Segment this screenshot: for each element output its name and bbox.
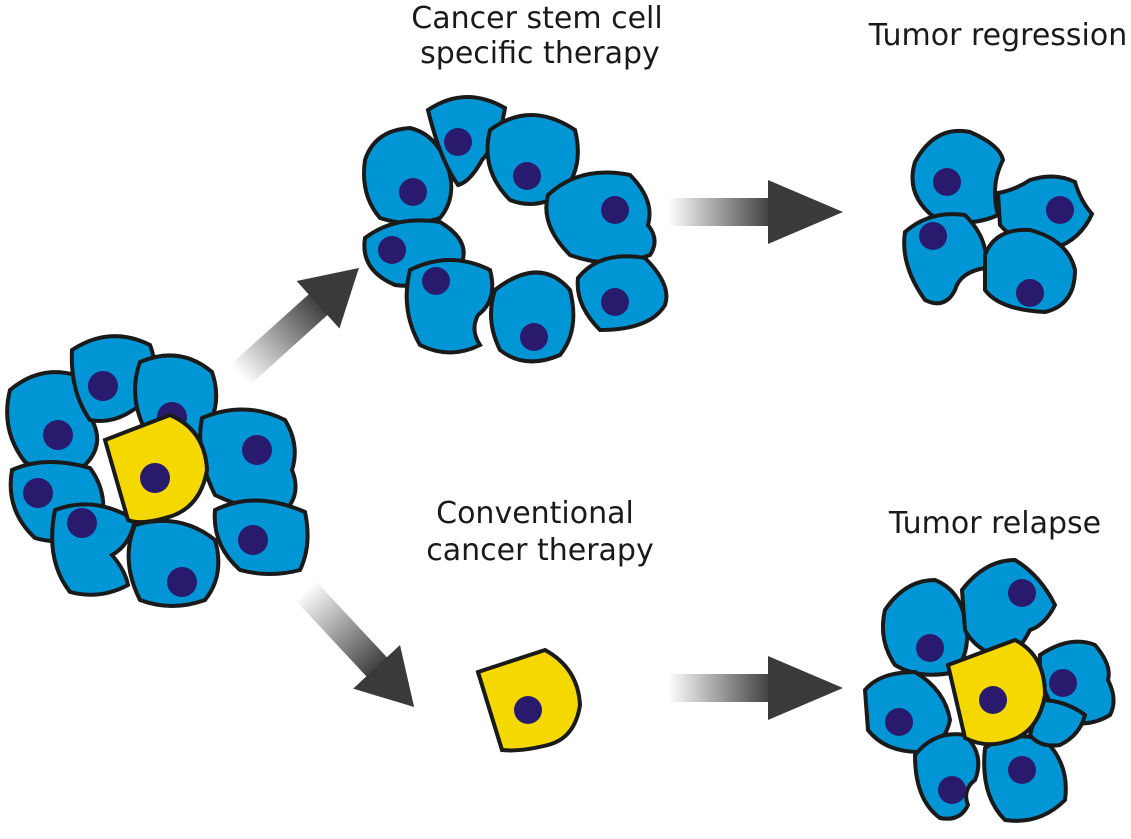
cancer-cell — [912, 732, 981, 821]
cancer-cell — [489, 270, 576, 364]
cancer-cell — [881, 577, 969, 677]
csc-therapy-label-line2: specific therapy — [420, 36, 660, 71]
tumor-regression-label: Tumor regression — [868, 18, 1128, 53]
stem-cell — [102, 412, 210, 525]
cancer-cell — [544, 170, 657, 265]
cancer-cell — [404, 258, 495, 355]
cancer-cell — [982, 734, 1068, 823]
cancer-cell — [983, 227, 1078, 315]
arrow-up-right — [230, 267, 359, 386]
tumor-relapse-label: Tumor relapse — [888, 506, 1101, 541]
surviving-stem-cell — [475, 647, 583, 753]
arrow-down-right — [294, 580, 415, 708]
cancer-cell — [362, 125, 454, 225]
original-tumor — [5, 334, 310, 608]
ring-tumor — [362, 95, 669, 364]
conventional-therapy-label-line1: Conventional — [436, 496, 634, 531]
cancer-cell — [902, 212, 988, 306]
cancer-cell — [1027, 697, 1088, 748]
arrow-to-relapse — [668, 656, 843, 720]
arrow-to-regression — [668, 180, 843, 244]
cancer-cell — [212, 498, 310, 576]
cancer-cell — [198, 407, 298, 511]
cancer-cell — [910, 128, 1006, 225]
cancer-cell — [5, 370, 100, 474]
regressed-tumor — [902, 128, 1095, 315]
conventional-therapy-label-line2: cancer therapy — [426, 533, 653, 568]
cancer-cell — [126, 518, 221, 608]
stem-cell — [945, 637, 1048, 747]
cancer-cell — [425, 95, 508, 188]
cancer-cell — [862, 669, 953, 755]
cancer-cell — [575, 254, 669, 333]
csc-therapy-label-line1: Cancer stem cell — [411, 1, 662, 36]
relapsed-tumor — [862, 557, 1116, 823]
cancer-cell — [50, 502, 138, 597]
